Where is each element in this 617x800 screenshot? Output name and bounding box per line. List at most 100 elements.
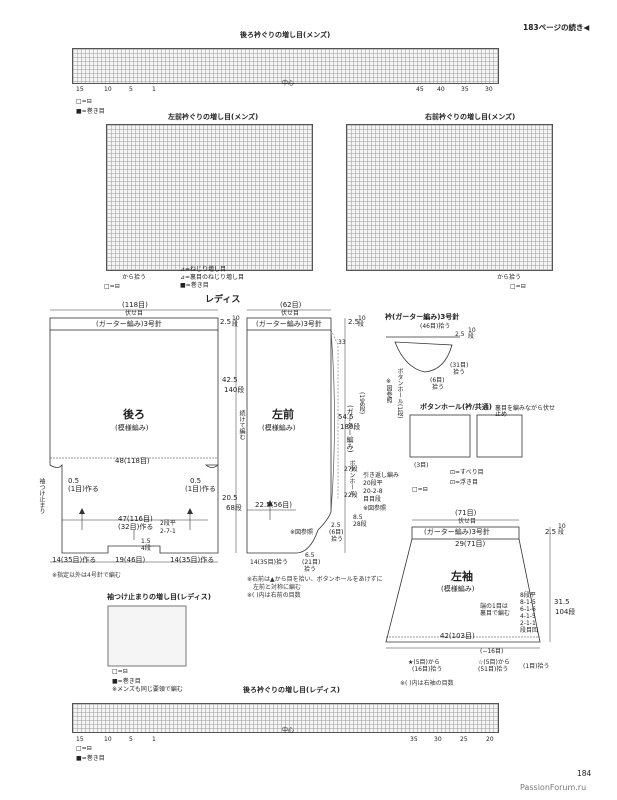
collar-stitches: (46目)拾う bbox=[420, 323, 451, 330]
top-col-label: 5 bbox=[129, 86, 133, 93]
back-flat: 2段平 bbox=[160, 520, 176, 527]
watermark: PassionForum.ru bbox=[520, 783, 587, 792]
sleeve-legend-1: ■=巻き目 bbox=[112, 678, 141, 685]
back-cast-off: 伏せ目 bbox=[125, 310, 144, 317]
back-dim1b: 4段 bbox=[141, 545, 151, 552]
front-note2: 左前と対称に編む bbox=[253, 584, 302, 591]
top-col-label: 30 bbox=[485, 86, 493, 93]
back-mark: 0.5 bbox=[68, 477, 80, 485]
front-garter: (ガーター編み)3号針 bbox=[256, 320, 322, 328]
sleeve-cast-off: 伏せ目 bbox=[458, 518, 477, 525]
back-pattern: (模様編み) bbox=[115, 424, 149, 432]
front-ret3: 20-2-8 bbox=[363, 488, 383, 495]
back-top-stitches: (118目) bbox=[122, 301, 148, 309]
front-title: 左前 bbox=[272, 408, 294, 421]
top-col-label: 1 bbox=[152, 86, 156, 93]
front-w2b: (6目) bbox=[329, 529, 344, 536]
buttonhole-float: ⊡=浮き目 bbox=[450, 479, 479, 486]
sleeve-legend-2: ※メンズも同じ要領で編む bbox=[112, 686, 183, 693]
sleeve-pattern: (模様編み) bbox=[441, 585, 475, 593]
legend-empty-2: □=⊟ bbox=[104, 283, 120, 290]
front-ret4: 目目段 bbox=[363, 496, 382, 503]
chart-grid-back-neck-ladies bbox=[72, 703, 499, 733]
section-title-right-front-mens: 右前衿ぐりの増し目(メンズ) bbox=[425, 113, 516, 121]
front-h4: 27段 bbox=[344, 466, 358, 473]
front-h3: 20.5 bbox=[222, 494, 238, 502]
front-ret2: 20段平 bbox=[363, 480, 383, 487]
sleeve-inc3: 4-1-5 bbox=[520, 613, 536, 620]
buttonhole-rows: (3目) bbox=[414, 462, 429, 469]
buttonhole-title: ボタンホール(衿/共通) bbox=[420, 403, 492, 411]
back-side-label: 袖つけ止まり bbox=[38, 478, 45, 514]
front-total: (196段) bbox=[358, 392, 365, 415]
sleeve-height-rows: 104段 bbox=[555, 608, 576, 616]
section-title-back-neck-mens: 後ろ衿ぐりの増し目(メンズ) bbox=[240, 31, 331, 39]
front-w2c: 拾う bbox=[331, 536, 344, 543]
collar-ref: ※図参照 bbox=[385, 378, 392, 403]
back-height: 42.5 bbox=[222, 376, 238, 384]
front-height: 54.5 bbox=[338, 413, 354, 421]
collar-rows: 2.5 bbox=[455, 331, 465, 338]
front-top-stitches: (62目) bbox=[280, 301, 302, 309]
sleeve-garter: (ガーター編み)3号針 bbox=[424, 528, 490, 536]
collar-pick2b: 拾う bbox=[432, 384, 445, 391]
back-bottom-width: 47(116目) bbox=[118, 515, 153, 523]
sleeve-pick1b: (16目)拾う bbox=[412, 666, 443, 673]
back-bottom-width2: (32目)作る bbox=[118, 523, 154, 531]
bottom-col-label: 35 bbox=[410, 736, 418, 743]
buttonhole-slip: ⊡=すべり目 bbox=[450, 469, 484, 476]
section-title-ladies: レディス bbox=[205, 295, 241, 305]
front-w2: 2.5 bbox=[331, 522, 341, 529]
front-continue: 続けて編む bbox=[238, 410, 245, 440]
sleeve-pick4: (1目)拾う bbox=[523, 663, 550, 670]
sleeve-inside2: 裏目で編む bbox=[480, 610, 511, 617]
front-pick1: 14(35目)拾う bbox=[250, 559, 288, 566]
front-btn: ボタンホール bbox=[348, 460, 355, 496]
bottom-col-label: 10 bbox=[104, 736, 112, 743]
pickup-label-right: から拾う bbox=[497, 274, 522, 281]
front-rows-top-b: 10段 bbox=[358, 315, 366, 328]
collar-pick2: (6目) bbox=[430, 377, 445, 384]
sleeve-top-width: 29(71目) bbox=[455, 540, 486, 548]
front-garter-side: (ガーター編み) bbox=[346, 405, 354, 453]
sleeve-w: (−16目) bbox=[480, 648, 504, 655]
front-height-rows: 180段 bbox=[340, 423, 361, 431]
bottom-legend-empty: □=⊟ bbox=[76, 745, 92, 752]
back-right-width: 14(35目)作る bbox=[170, 556, 215, 564]
legend-empty-3: □=⊟ bbox=[510, 283, 526, 290]
front-h3b: 68段 bbox=[226, 504, 242, 512]
chart-grid-back-neck-mens bbox=[72, 48, 499, 84]
sleeve-inc4: 2-1-1 bbox=[520, 620, 536, 627]
back-left-width: 14(35目)作る bbox=[52, 556, 97, 564]
bottom-col-label: 20 bbox=[486, 736, 494, 743]
collar-pick1b: 拾う bbox=[453, 369, 466, 376]
sleeve-inc2: 6-1-6 bbox=[520, 606, 536, 613]
section-title-left-front-mens: 左前衿ぐりの増し目(メンズ) bbox=[168, 113, 259, 121]
back-mark-b: (1目)作る bbox=[68, 485, 99, 493]
collar-title: 衿(ガーター編み)3号針 bbox=[385, 313, 460, 321]
continued-note: 183ページの続き◀ bbox=[523, 23, 590, 32]
back-rows-top: 2.5 bbox=[220, 318, 232, 326]
bottom-col-label: 1 bbox=[152, 736, 156, 743]
legend-twist-rev: ⊿=裏目のねじり増し目 bbox=[180, 274, 245, 281]
chart-grid-left-front-mens bbox=[106, 124, 313, 271]
grid-legend-wrap: ■=巻き目 bbox=[76, 108, 105, 115]
sleeve-inc5: 段目回 bbox=[520, 627, 539, 634]
front-h5: 22段 bbox=[344, 492, 358, 499]
legend-wrap-2: ■=巻き目 bbox=[180, 282, 209, 289]
bottom-center-label: 中心 bbox=[282, 727, 295, 734]
collar-btn: ボタンホール(1段) bbox=[396, 368, 403, 419]
back-width: 48(118目) bbox=[115, 457, 150, 465]
back-height-rows: 140段 bbox=[224, 386, 245, 394]
back-garter: (ガーター編み)3号針 bbox=[96, 320, 162, 328]
front-rows-top: 2.5 bbox=[348, 318, 360, 326]
sleeve-legend-empty: □=⊟ bbox=[112, 668, 128, 675]
sleeve-note: ※( )内は右袖の目数 bbox=[400, 680, 454, 687]
top-col-label: 35 bbox=[461, 86, 469, 93]
bottom-legend-wrap: ■=巻き目 bbox=[76, 755, 105, 762]
front-pick-label: 拾う bbox=[304, 566, 317, 573]
sleeve-inc-t: 8段平 bbox=[520, 592, 536, 599]
front-h2: 33 bbox=[338, 339, 346, 346]
sleeve-inc1: 8-1-5 bbox=[520, 599, 536, 606]
